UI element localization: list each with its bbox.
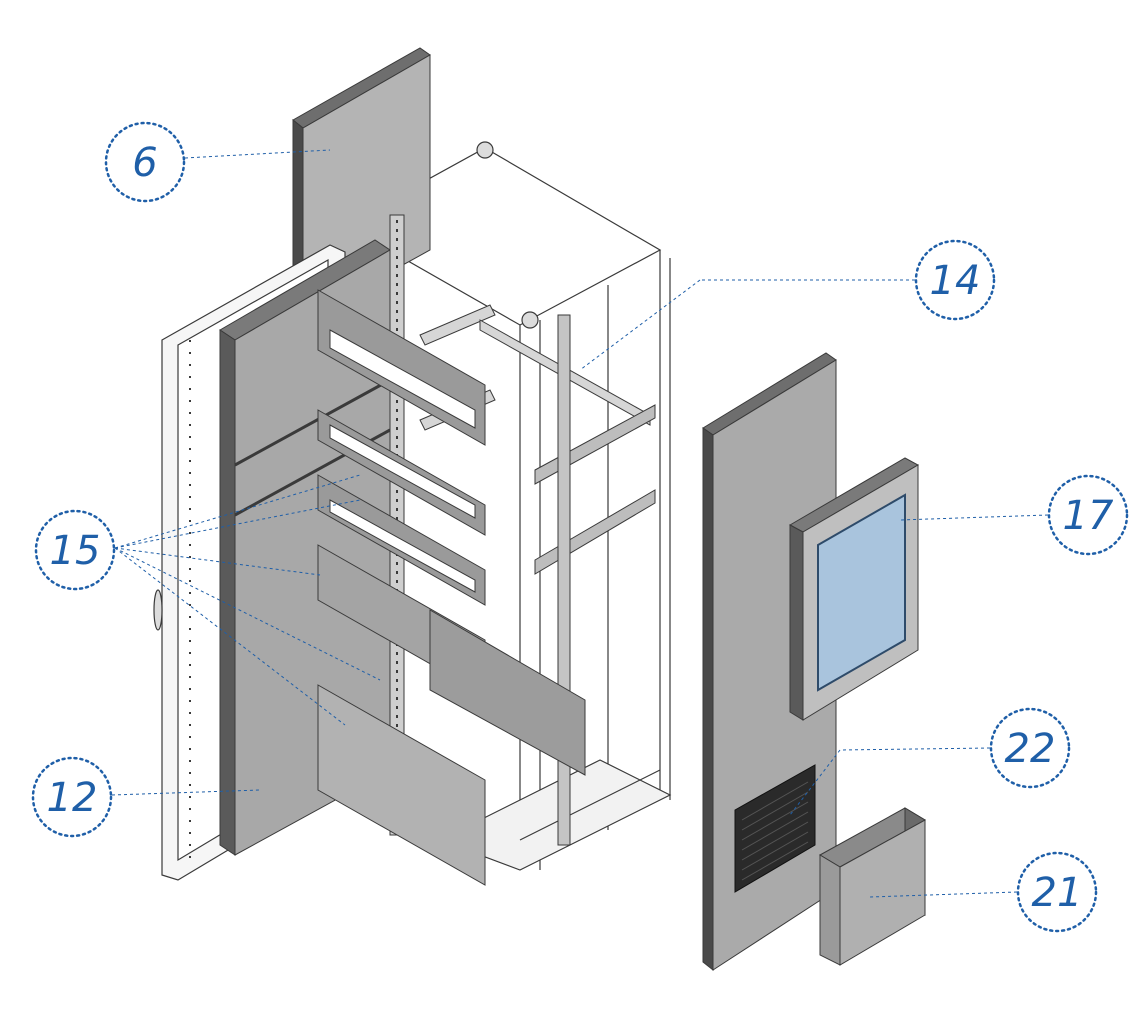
window-glass xyxy=(817,493,906,692)
lifting-eye-top xyxy=(476,141,494,159)
leader-22b xyxy=(789,749,841,816)
callout-17-circle xyxy=(1047,474,1129,556)
callout-17: 17 xyxy=(1063,493,1114,539)
part-21-filter-cover xyxy=(818,807,927,966)
callout-bubbles xyxy=(31,121,1129,933)
callout-22-circle xyxy=(989,707,1071,789)
leader-12 xyxy=(111,789,261,796)
callout-21-circle xyxy=(1016,851,1098,933)
callout-15: 15 xyxy=(50,528,101,574)
leader-21 xyxy=(869,891,1018,898)
part-22-vent-grille xyxy=(734,764,816,893)
leader-15d xyxy=(114,547,381,681)
leader-15a xyxy=(114,474,361,549)
door-handle xyxy=(153,589,163,631)
callout-21: 21 xyxy=(1032,870,1083,916)
leader-15e xyxy=(114,547,346,726)
leader-lines xyxy=(111,149,1049,898)
callout-22: 22 xyxy=(1005,726,1056,772)
callout-6-circle xyxy=(104,121,186,203)
leader-15c xyxy=(114,547,321,576)
callout-12: 12 xyxy=(47,775,98,821)
part-17-window-frame xyxy=(788,457,920,721)
callout-15-circle xyxy=(34,509,116,591)
leader-17 xyxy=(899,514,1049,521)
callout-6: 6 xyxy=(132,140,157,186)
leader-22 xyxy=(839,747,991,751)
part-15-cover-strips xyxy=(317,289,586,886)
callout-14-circle xyxy=(914,239,996,321)
callout-labels: 6 14 15 17 12 22 21 xyxy=(47,140,1114,916)
callout-12-circle xyxy=(31,756,113,838)
leader-14b xyxy=(579,279,701,371)
callout-14: 14 xyxy=(930,258,981,304)
leader-6 xyxy=(184,149,331,159)
lifting-eye-front xyxy=(521,311,539,329)
